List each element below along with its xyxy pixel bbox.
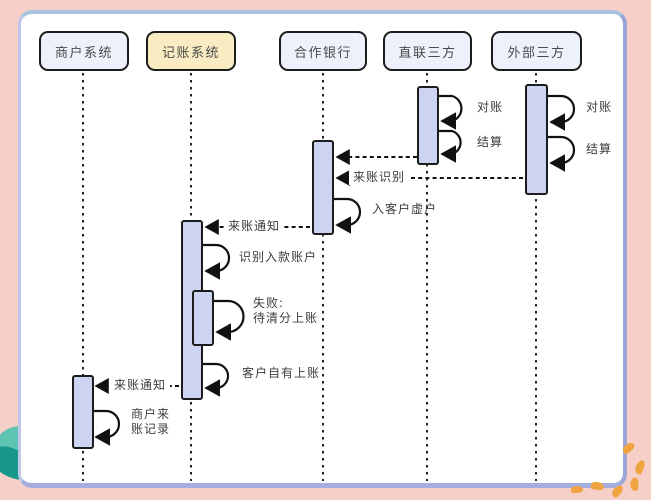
label-direct-settle: 结算 [477,135,504,149]
self-loop-external-reconcile [548,94,576,131]
label-credit-virtual-account: 入客户虚户 [372,202,438,216]
participant-direct-third-party: 直联三方 [383,31,472,71]
label-external-settle: 结算 [586,142,613,156]
label-merchant-incoming-record: 商户来 账记录 [131,407,170,437]
participant-partner-bank: 合作银行 [279,31,367,71]
self-loop-direct-settle [439,129,462,163]
activation-bar-direct-third-party [417,86,439,165]
label-incoming-notify-merchant: 来账通知 [110,378,171,393]
participant-label: 记账系统 [161,45,220,61]
label-identify-deposit-account: 识别入款账户 [239,250,318,264]
label-fail-pending-clearing: 失败: 待清分上账 [253,296,318,326]
label-fail-line1: 失败: [253,296,285,310]
self-loop-credit-virtual-account [334,197,362,234]
self-loop-merchant-incoming-record [93,409,121,446]
participant-label: 商户系统 [54,45,113,61]
label-fail-line2: 待清分上账 [253,311,319,325]
self-loop-customer-own-posting [203,362,230,397]
self-loop-direct-reconcile [439,94,463,130]
participant-external-third-party: 外部三方 [491,31,582,71]
self-loop-fail-pending-clearing [214,299,245,341]
label-direct-reconcile: 对账 [477,100,504,114]
label-incoming-identify: 来账识别 [349,170,410,185]
label-external-reconcile: 对账 [586,100,613,114]
label-customer-own-posting: 客户自有上账 [242,366,321,380]
self-loop-identify-deposit-account [203,243,231,280]
participant-label: 直联三方 [398,45,457,61]
label-incoming-notify-accounting: 来账通知 [224,219,285,234]
participant-label: 合作银行 [293,45,352,61]
activation-bar-external-third-party [525,84,548,195]
label-merchant-record-line1: 商户来 [131,407,171,421]
activation-bar-partner-bank [312,140,334,235]
activation-bar-accounting-nested [192,290,214,346]
petal-decoration [629,477,640,491]
participant-accounting-system: 记账系统 [146,31,236,71]
label-merchant-record-line2: 账记录 [131,422,171,436]
participant-merchant-system: 商户系统 [39,31,129,71]
participant-label: 外部三方 [507,45,566,61]
self-loop-external-settle [548,135,576,172]
